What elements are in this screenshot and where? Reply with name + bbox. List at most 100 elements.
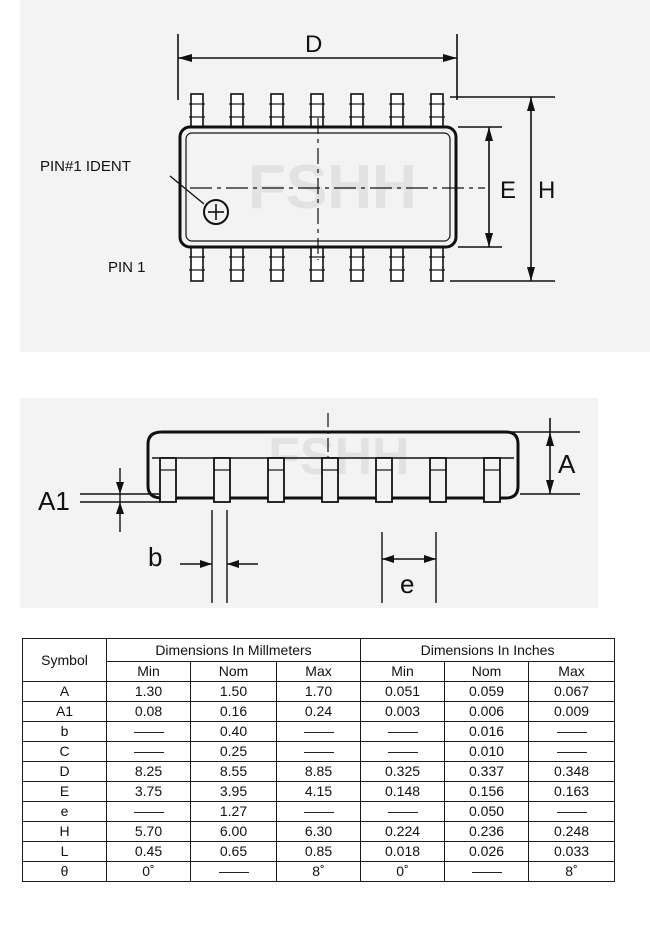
empty-value-dash bbox=[106, 801, 191, 822]
value-cell: 3.95 bbox=[190, 781, 277, 802]
value-cell: 0.156 bbox=[444, 781, 530, 802]
empty-value-dash bbox=[444, 861, 530, 882]
pin-bottom bbox=[429, 246, 445, 282]
value-cell: 0.08 bbox=[106, 701, 191, 722]
empty-value-dash bbox=[190, 861, 277, 882]
label-e: E bbox=[500, 177, 516, 204]
value-cell: 0.16 bbox=[190, 701, 277, 722]
value-cell: 0˚ bbox=[360, 861, 446, 882]
pin-side bbox=[213, 457, 231, 503]
value-cell: 8.85 bbox=[275, 761, 362, 782]
value-cell: 1.27 bbox=[190, 801, 277, 822]
dash-mark bbox=[556, 811, 587, 813]
dimension-table: Symbol Dimensions In Millmeters Dimensio… bbox=[22, 638, 616, 882]
dash-mark bbox=[387, 811, 418, 813]
value-cell: 5.70 bbox=[106, 821, 191, 842]
dash-mark bbox=[303, 751, 334, 753]
dash-mark bbox=[218, 871, 249, 873]
empty-value-dash bbox=[360, 741, 446, 762]
symbol-cell: A bbox=[22, 681, 107, 702]
value-cell: 0.059 bbox=[444, 681, 530, 702]
value-cell: 1.70 bbox=[275, 681, 362, 702]
symbol-cell: H bbox=[22, 821, 107, 842]
label-d: D bbox=[305, 31, 322, 58]
side-view-drawing: FSHH A A1 b e bbox=[38, 413, 580, 603]
pin-top bbox=[309, 93, 325, 128]
value-cell: 0.45 bbox=[106, 841, 191, 862]
symbol-cell: D bbox=[22, 761, 107, 782]
pin-side bbox=[321, 457, 339, 503]
top-view-panel: FSHH D PIN#1 IDENT PIN 1 E bbox=[20, 0, 650, 352]
value-cell: 0.25 bbox=[190, 741, 277, 762]
value-cell: 4.15 bbox=[275, 781, 362, 802]
dash-mark bbox=[556, 731, 587, 733]
label-e-pitch: e bbox=[400, 569, 414, 599]
pin-side bbox=[483, 457, 501, 503]
value-cell: 0.006 bbox=[444, 701, 530, 722]
pin-bottom bbox=[229, 246, 245, 282]
pin-side bbox=[429, 457, 447, 503]
side-body bbox=[146, 430, 520, 500]
value-cell: 8.55 bbox=[190, 761, 277, 782]
value-cell: 0.65 bbox=[190, 841, 277, 862]
value-cell: 0.40 bbox=[190, 721, 277, 742]
inch-header: Dimensions In Inches bbox=[360, 638, 616, 662]
label-h: H bbox=[538, 177, 555, 204]
value-cell: 1.50 bbox=[190, 681, 277, 702]
value-cell: 0.337 bbox=[444, 761, 530, 782]
empty-value-dash bbox=[106, 721, 191, 742]
symbol-header: Symbol bbox=[22, 638, 107, 682]
empty-value-dash bbox=[275, 721, 362, 742]
pin-bottom bbox=[389, 246, 405, 282]
pin-top bbox=[229, 93, 245, 128]
empty-value-dash bbox=[275, 801, 362, 822]
dash-mark bbox=[303, 731, 334, 733]
dimension-table-container: Symbol Dimensions In Millmeters Dimensio… bbox=[22, 638, 616, 888]
sub-header-cell: Min bbox=[106, 661, 191, 682]
symbol-cell: C bbox=[22, 741, 107, 762]
sub-header-cell: Nom bbox=[190, 661, 277, 682]
pin-top bbox=[349, 93, 365, 128]
value-cell: 0.051 bbox=[360, 681, 446, 702]
value-cell: 0.348 bbox=[528, 761, 616, 782]
empty-value-dash bbox=[528, 721, 616, 742]
pins-side-row bbox=[159, 457, 501, 503]
symbol-cell: b bbox=[22, 721, 107, 742]
pin-bottom bbox=[349, 246, 365, 282]
dash-mark bbox=[556, 751, 587, 753]
value-cell: 1.30 bbox=[106, 681, 191, 702]
pin-side bbox=[375, 457, 393, 503]
symbol-cell: L bbox=[22, 841, 107, 862]
empty-value-dash bbox=[360, 801, 446, 822]
value-cell: 0.026 bbox=[444, 841, 530, 862]
dash-mark bbox=[133, 811, 164, 813]
label-a1: A1 bbox=[38, 486, 70, 516]
symbol-cell: e bbox=[22, 801, 107, 822]
empty-value-dash bbox=[360, 721, 446, 742]
value-cell: 0.24 bbox=[275, 701, 362, 722]
mm-header: Dimensions In Millmeters bbox=[105, 638, 362, 662]
label-a: A bbox=[558, 449, 576, 479]
top-view-drawing: FSHH D PIN#1 IDENT PIN 1 E bbox=[40, 31, 555, 282]
value-cell: 0.067 bbox=[528, 681, 616, 702]
dash-mark bbox=[471, 871, 502, 873]
dash-mark bbox=[133, 731, 164, 733]
sub-header-cell: Max bbox=[275, 661, 362, 682]
value-cell: 0.050 bbox=[444, 801, 530, 822]
value-cell: 0.003 bbox=[360, 701, 446, 722]
dash-mark bbox=[133, 751, 164, 753]
pin1-ident-mark bbox=[203, 199, 229, 225]
pin-bottom bbox=[189, 246, 205, 282]
value-cell: 0.224 bbox=[360, 821, 446, 842]
pin-bottom bbox=[269, 246, 285, 282]
value-cell: 0.148 bbox=[360, 781, 446, 802]
label-b: b bbox=[148, 542, 162, 572]
value-cell: 0.248 bbox=[528, 821, 616, 842]
